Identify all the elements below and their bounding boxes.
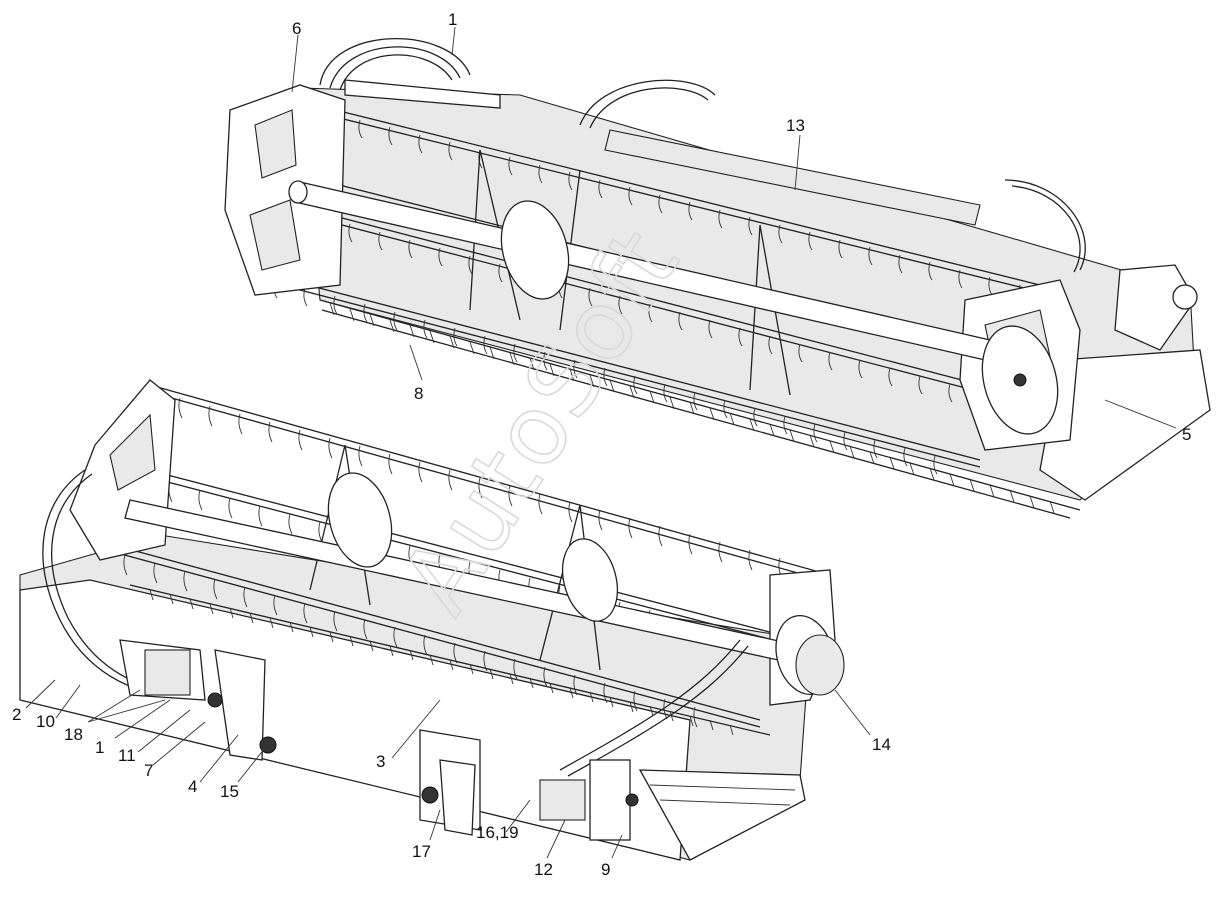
callout-16-19: 16,19	[476, 823, 519, 842]
callout-labels: 1 6 13 8 5 2 10 18 1 11 7 4 15 3 14 17 1…	[12, 10, 1191, 879]
callout-2: 2	[12, 705, 21, 724]
callout-1-bottom: 1	[95, 738, 104, 757]
upper-header-assembly	[224, 38, 1211, 519]
callout-9: 9	[601, 860, 610, 879]
leader-lines	[25, 26, 1177, 859]
callout-3: 3	[376, 752, 385, 771]
callout-4: 4	[188, 777, 197, 796]
lower-header-assembly	[19, 379, 845, 861]
callout-7: 7	[144, 761, 153, 780]
lower-cutter-teeth	[149, 589, 734, 736]
callout-15: 15	[220, 782, 239, 801]
callout-17: 17	[412, 842, 431, 861]
callout-18: 18	[64, 725, 83, 744]
callout-12: 12	[534, 860, 553, 879]
callout-5: 5	[1182, 425, 1191, 444]
callout-11: 11	[118, 746, 136, 765]
upper-cutter-teeth	[329, 302, 1055, 514]
callout-13: 13	[786, 116, 805, 135]
callout-1-top: 1	[448, 10, 457, 29]
callout-14: 14	[872, 735, 891, 754]
callout-6: 6	[292, 19, 301, 38]
callout-10: 10	[36, 712, 55, 731]
callout-8: 8	[414, 384, 423, 403]
